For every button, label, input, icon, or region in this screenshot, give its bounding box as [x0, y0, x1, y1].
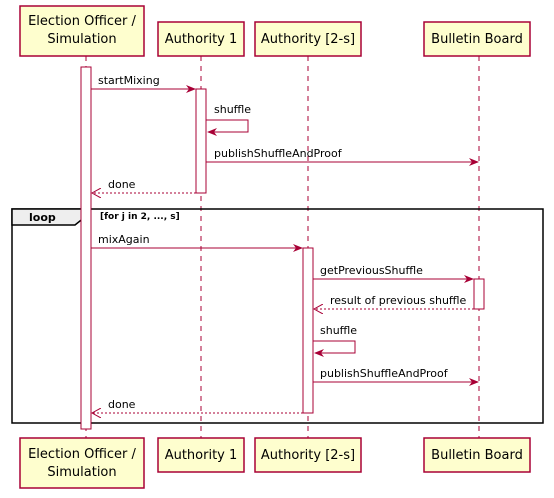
participant-officer-line2: Simulation — [47, 465, 116, 480]
message-shuffle-1: shuffle — [206, 103, 251, 136]
participant-officer-line2: Simulation — [47, 32, 116, 47]
message-label: publishShuffleAndProof — [214, 147, 343, 160]
participant-officer-bottom: Election Officer / Simulation — [19, 437, 145, 489]
message-label: result of previous shuffle — [330, 294, 467, 307]
loop-frame: loop [for j in 2, ..., s] — [11, 208, 544, 424]
participant-bulletin-board-bottom: Bulletin Board — [423, 437, 531, 473]
message-mix-again: mixAgain — [91, 233, 303, 252]
message-label: getPreviousShuffle — [320, 264, 423, 277]
participant-bulletin-board-label: Bulletin Board — [431, 32, 523, 47]
participant-authority-2s-label: Authority [2-s] — [261, 448, 355, 463]
participant-officer-top: Election Officer / Simulation — [19, 5, 145, 57]
activation-authority-2s — [302, 247, 314, 414]
loop-keyword: loop — [29, 211, 56, 224]
loop-guard: [for j in 2, ..., s] — [100, 212, 180, 222]
message-done-2: done — [92, 398, 303, 413]
participant-authority-2s-label: Authority [2-s] — [261, 32, 355, 47]
message-label: publishShuffleAndProof — [320, 367, 449, 380]
participant-authority-2s-top: Authority [2-s] — [254, 21, 362, 57]
message-label: done — [108, 178, 136, 191]
participant-authority-1-label: Authority 1 — [165, 448, 238, 463]
message-label: mixAgain — [98, 233, 150, 246]
message-shuffle-2: shuffle — [313, 324, 357, 357]
message-label: startMixing — [98, 74, 160, 87]
participant-authority-1-bottom: Authority 1 — [157, 437, 245, 473]
message-publish-shuffle-2: publishShuffleAndProof — [313, 367, 479, 386]
message-start-mixing: startMixing — [91, 74, 196, 93]
activation-officer — [80, 66, 92, 430]
participant-officer-line1: Election Officer / — [28, 447, 136, 462]
message-label: shuffle — [214, 103, 251, 116]
message-publish-shuffle-1: publishShuffleAndProof — [206, 147, 479, 166]
participant-authority-2s-bottom: Authority [2-s] — [254, 437, 362, 473]
message-done-1: done — [92, 178, 196, 193]
activation-authority-1 — [195, 88, 207, 194]
participant-authority-1-label: Authority 1 — [165, 32, 238, 47]
activation-bulletin-board — [473, 278, 485, 310]
message-label: done — [108, 398, 136, 411]
message-result-previous-shuffle: result of previous shuffle — [314, 294, 474, 309]
message-label: shuffle — [320, 324, 357, 337]
participant-bulletin-board-top: Bulletin Board — [423, 21, 531, 57]
participant-bulletin-board-label: Bulletin Board — [431, 448, 523, 463]
message-get-previous-shuffle: getPreviousShuffle — [313, 264, 474, 283]
participant-officer-line1: Election Officer / — [28, 14, 136, 29]
participant-authority-1-top: Authority 1 — [157, 21, 245, 57]
